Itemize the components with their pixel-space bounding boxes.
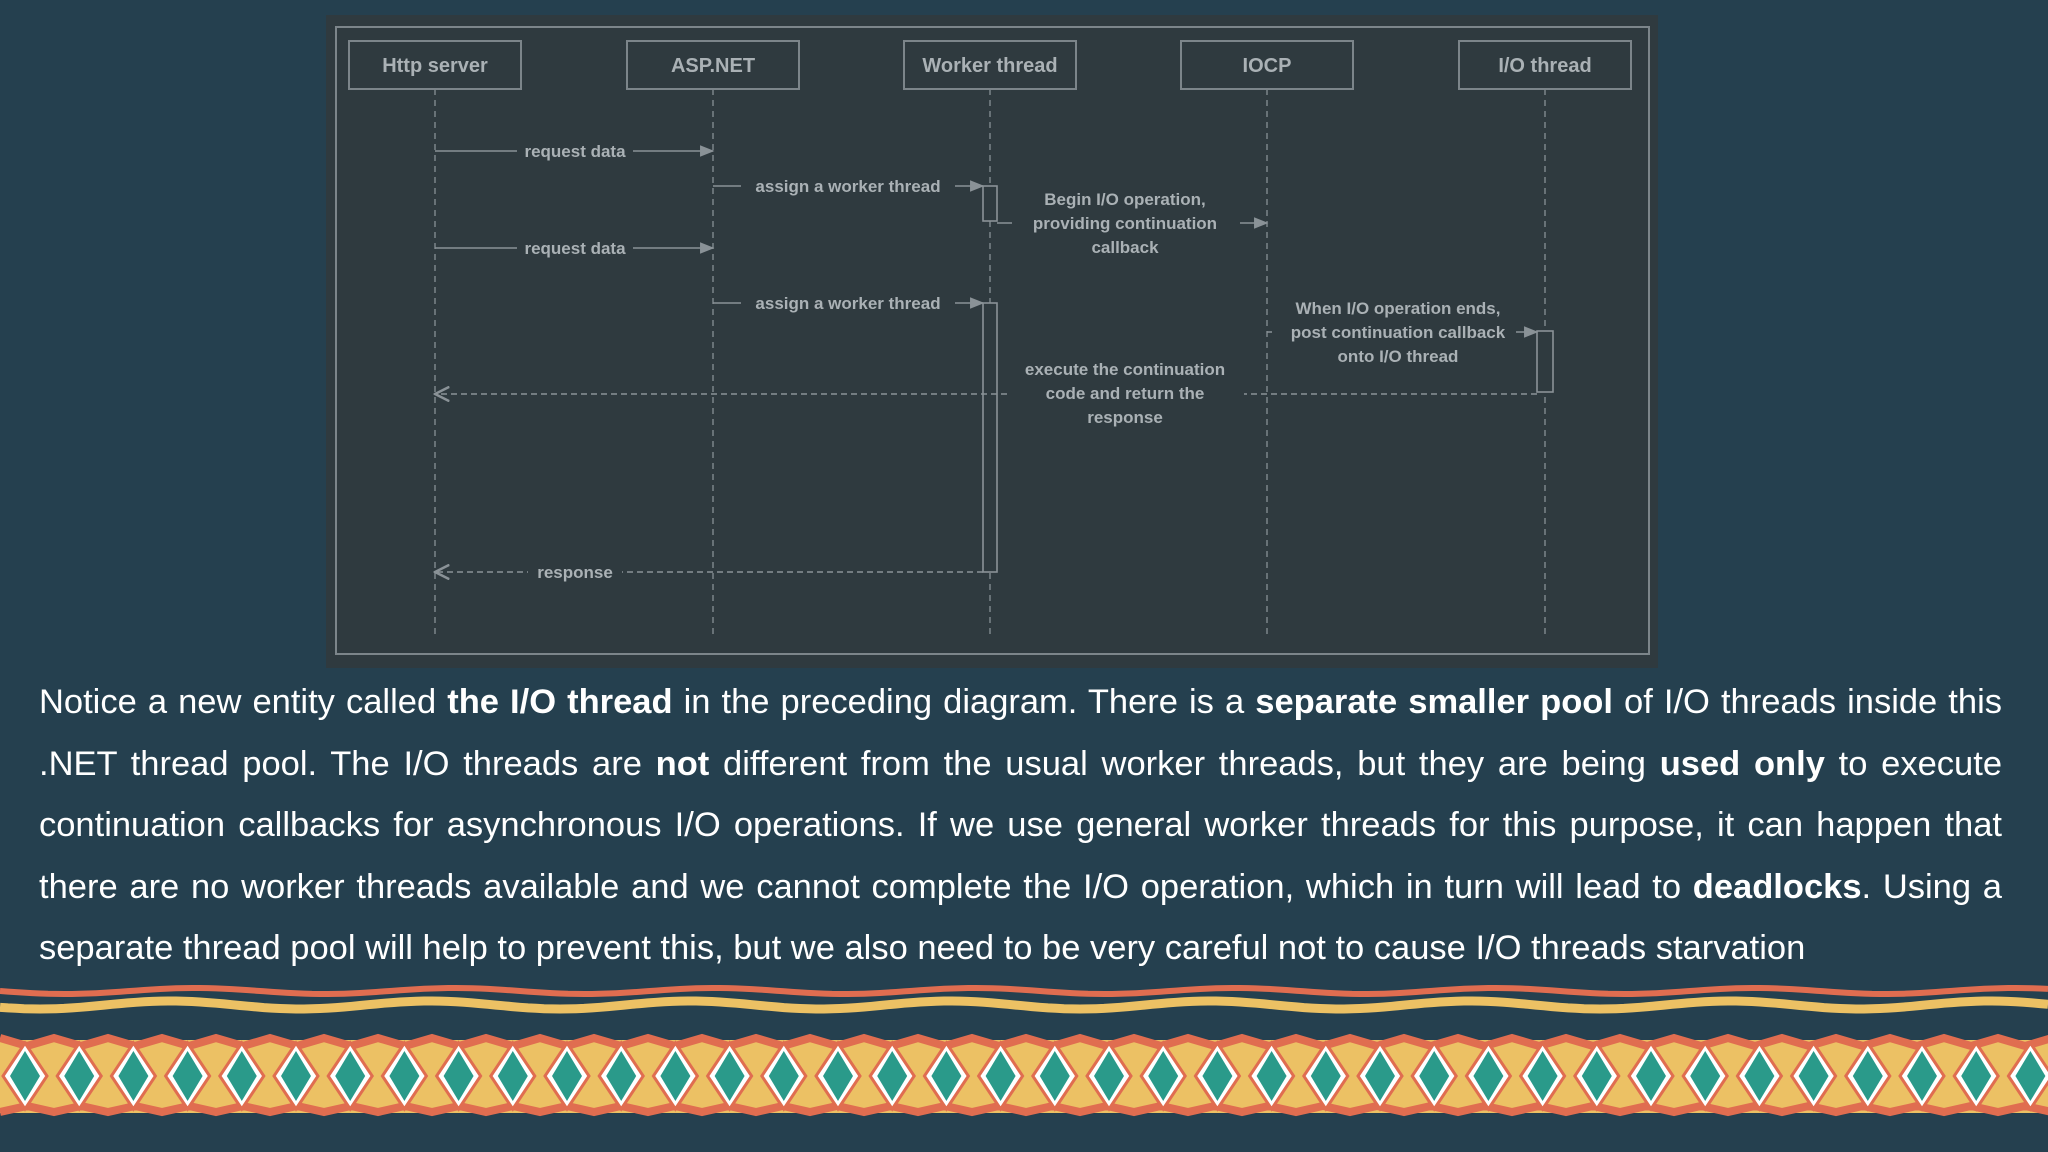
band-diamond-inner	[389, 1051, 420, 1101]
band-diamond-inner	[1039, 1051, 1070, 1101]
band-orange-edge-bottom	[0, 1101, 2048, 1117]
band-diamond-inner	[1256, 1051, 1287, 1101]
participant-label: I/O thread	[1498, 55, 1591, 77]
band-diamond-inner	[1419, 1051, 1450, 1101]
band-diamond-inner	[2015, 1051, 2046, 1101]
message-label: request data	[524, 239, 626, 258]
band-diamond-inner	[1148, 1051, 1179, 1101]
band-diamond-inner	[64, 1051, 95, 1101]
band-diamond-row	[1, 1040, 2048, 1112]
participant-io-thread: I/O thread	[1458, 40, 1632, 90]
message-label: callback	[1091, 238, 1159, 257]
message-label: post continuation callback	[1291, 323, 1506, 342]
message-io-ends: When I/O operation ends, post continuati…	[1267, 297, 1539, 377]
band-diamond-inner	[118, 1051, 149, 1101]
message-label: execute the continuation	[1025, 360, 1225, 379]
band-diamond-inner	[1744, 1051, 1775, 1101]
band-diamond-inner	[443, 1051, 474, 1101]
message-execute-continuation: execute the continuation code and return…	[435, 357, 1537, 437]
sequence-diagram: Http server ASP.NET Worker thread IOCP I…	[326, 15, 1658, 668]
band-diamond-inner	[1094, 1051, 1124, 1101]
message-begin-io: Begin I/O operation, providing continuat…	[997, 188, 1269, 268]
band-wave-orange	[0, 985, 2048, 997]
band-diamond-inner	[1907, 1051, 1937, 1101]
band-diamond-inner	[335, 1051, 366, 1101]
message-request-data-1: request data	[435, 140, 715, 162]
bold-text: used only	[1659, 744, 1825, 783]
participant-aspnet: ASP.NET	[626, 40, 800, 90]
band-diamond-inner	[823, 1051, 853, 1101]
decorative-border-band	[0, 980, 2048, 1130]
message-label: response	[537, 563, 613, 582]
text-run: different from the usual worker threads,…	[709, 744, 1660, 783]
activation-worker-2	[982, 302, 998, 573]
bold-text: not	[655, 744, 710, 783]
message-label: assign a worker thread	[755, 294, 940, 313]
message-label: request data	[524, 142, 626, 161]
band-diamond-inner	[1961, 1051, 1992, 1101]
explanation-paragraph: Notice a new entity called the I/O threa…	[39, 672, 2002, 980]
activation-worker-1	[982, 185, 998, 222]
band-diamond-inner	[1798, 1051, 1829, 1101]
participant-label: Http server	[382, 55, 488, 77]
band-diamond-inner	[1636, 1051, 1666, 1101]
bold-text: separate smaller pool	[1255, 683, 1613, 721]
text-run: . Using a separate thread pool will help…	[39, 867, 2002, 968]
message-request-data-2: request data	[435, 237, 715, 259]
band-diamond-inner	[1310, 1051, 1341, 1101]
bold-text: deadlocks	[1692, 867, 1862, 906]
band-diamond-inner	[714, 1051, 745, 1101]
activation-io-thread	[1536, 330, 1554, 393]
message-label: Begin I/O operation,	[1044, 190, 1206, 209]
participant-label: IOCP	[1243, 55, 1292, 77]
band-diamond-inner	[931, 1051, 962, 1101]
band-diamond-inner	[606, 1051, 637, 1101]
participant-label: ASP.NET	[671, 55, 755, 77]
band-wave-yellow	[0, 996, 2048, 1014]
message-label: assign a worker thread	[755, 177, 940, 196]
band-diamond-inner	[226, 1051, 257, 1101]
band-diamond-inner	[768, 1051, 799, 1101]
band-diamond-inner	[1202, 1051, 1233, 1101]
diagram-border	[335, 26, 1650, 655]
band-diamond-inner	[1852, 1051, 1883, 1101]
text-run: to execute continuation callbacks for as…	[39, 744, 2003, 906]
text-run: Notice a new entity called	[39, 683, 448, 721]
band-diamond-inner	[1365, 1051, 1395, 1101]
participant-http-server: Http server	[348, 40, 522, 90]
message-label: providing continuation	[1033, 214, 1217, 233]
band-orange-edge-top	[0, 1033, 2048, 1051]
participant-iocp: IOCP	[1180, 40, 1354, 90]
band-diamond-inner	[660, 1051, 691, 1101]
band-diamond-inner	[1581, 1051, 1612, 1101]
band-diamond-inner	[281, 1051, 311, 1101]
text-run: in the preceding diagram. There is a	[672, 683, 1256, 721]
band-diamond-inner	[172, 1051, 203, 1101]
band-diamond-inner	[985, 1051, 1016, 1101]
bold-text: the I/O thread	[447, 683, 673, 721]
message-label: code and return the	[1046, 384, 1205, 403]
participant-worker-thread: Worker thread	[903, 40, 1077, 90]
band-diamond-inner	[497, 1051, 528, 1101]
participant-label: Worker thread	[922, 55, 1057, 77]
message-label: response	[1087, 408, 1163, 427]
message-assign-worker-1: assign a worker thread	[713, 175, 985, 197]
text-run: of I/O threads inside this .NET thread p…	[39, 683, 2002, 783]
message-response: response	[435, 561, 983, 583]
band-diamond-inner	[877, 1051, 908, 1101]
message-assign-worker-2: assign a worker thread	[713, 292, 985, 314]
band-diamond-inner	[1690, 1051, 1721, 1101]
band-diamond-inner	[1527, 1051, 1558, 1101]
band-diamond-inner	[10, 1051, 40, 1101]
message-label: When I/O operation ends,	[1296, 299, 1501, 318]
message-label: onto I/O thread	[1338, 347, 1459, 366]
band-diamond-inner	[552, 1051, 582, 1101]
band-diamond-inner	[1473, 1051, 1504, 1101]
